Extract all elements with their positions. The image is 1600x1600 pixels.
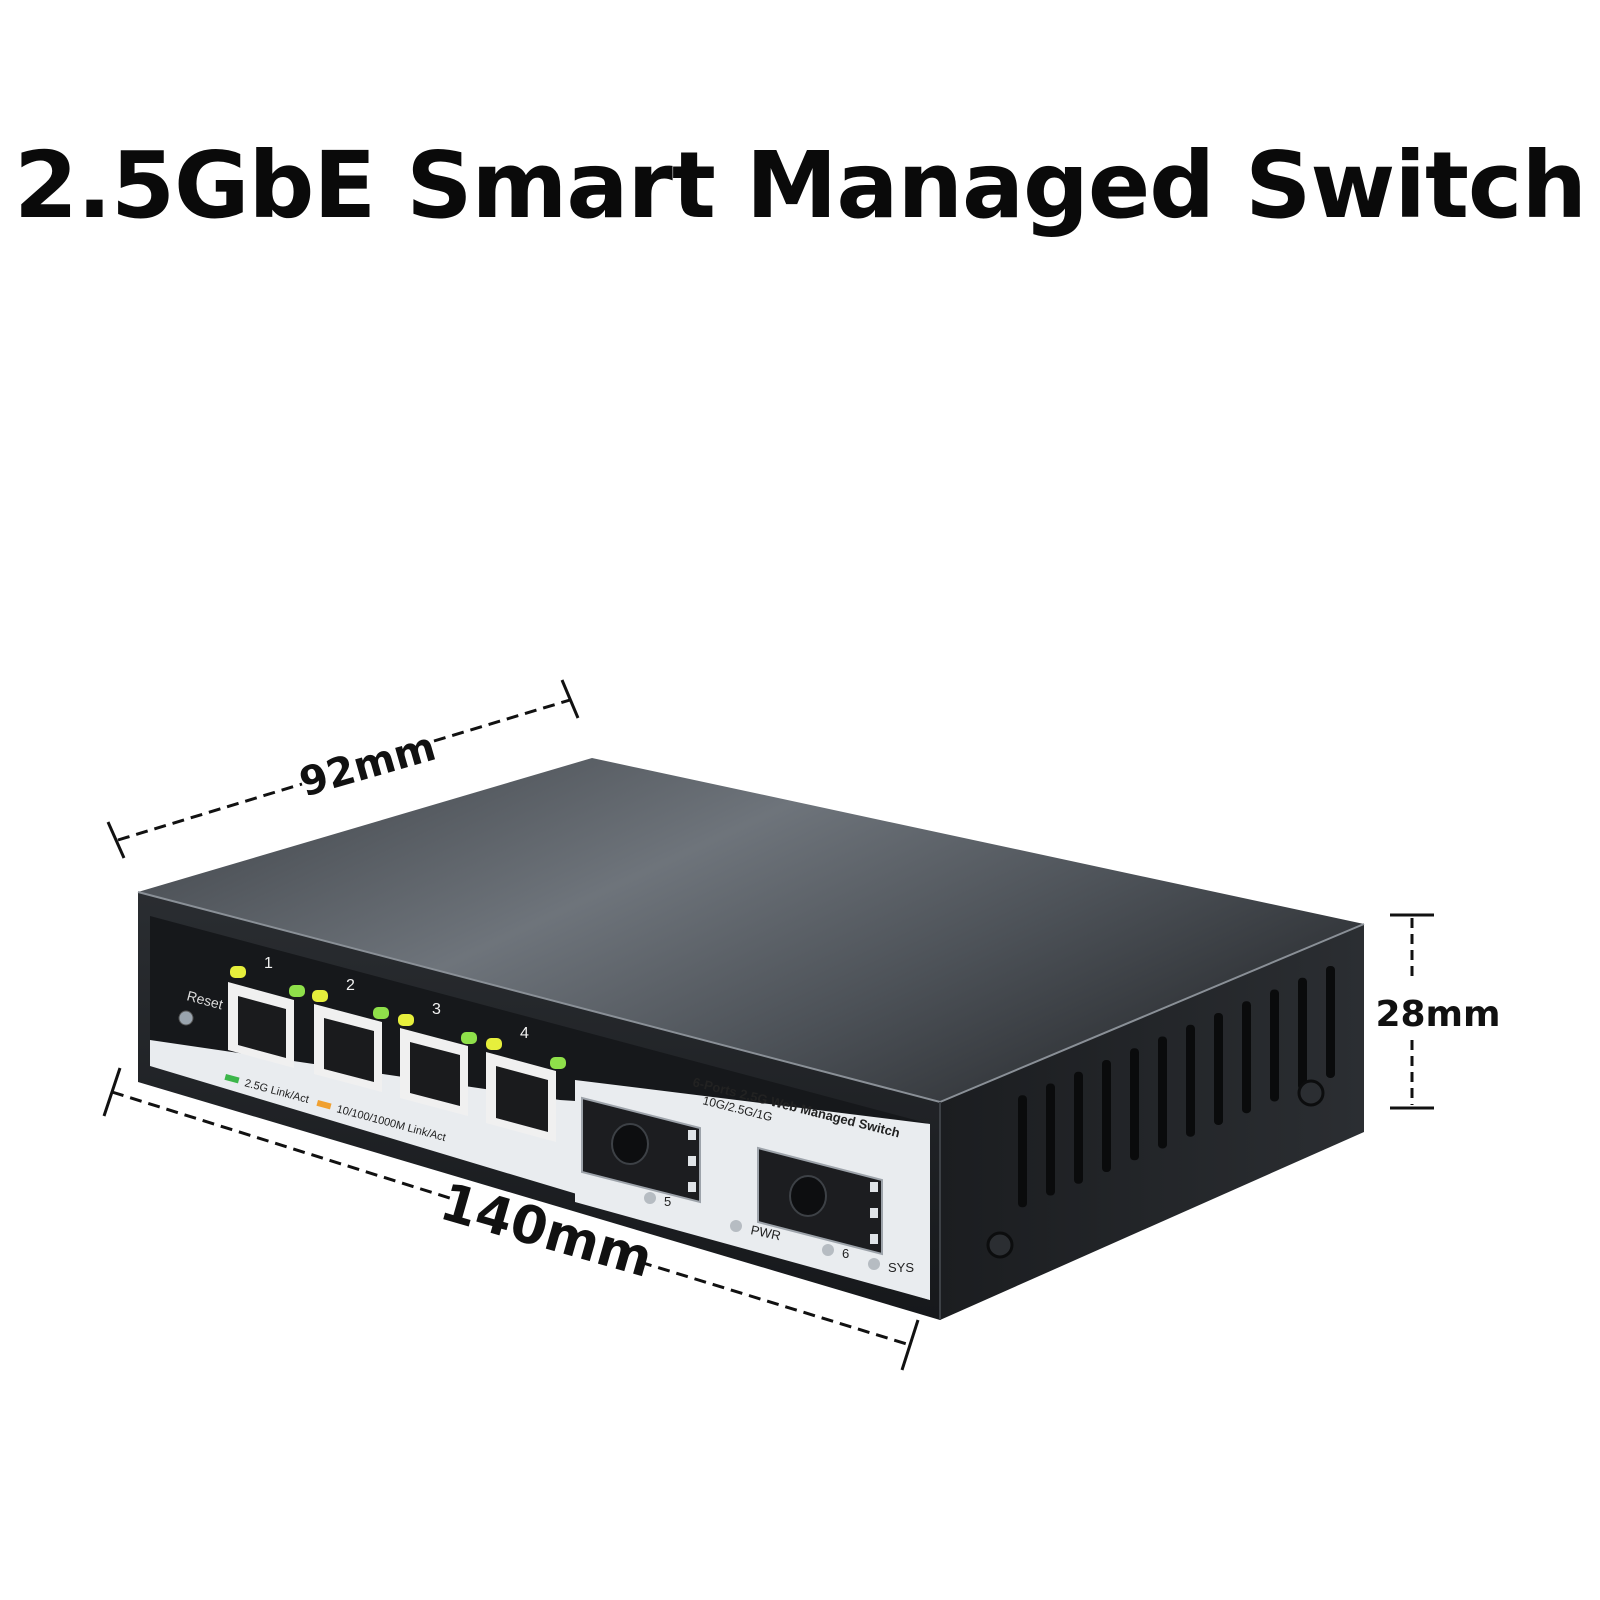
sfp-port-6[interactable] [757, 1146, 883, 1256]
port-3-led-right [461, 1032, 477, 1044]
rj45-port-2[interactable] [312, 990, 389, 1092]
switch-top-face [138, 758, 1364, 1102]
pwr-led [730, 1220, 742, 1232]
port-1-led-left [230, 966, 246, 978]
port-4-led-left [486, 1038, 502, 1050]
port-3-led-left [398, 1014, 414, 1026]
vent-slot [1018, 1095, 1027, 1208]
reset-button[interactable] [178, 1010, 194, 1026]
sfp-5-dust-plug [611, 1123, 649, 1165]
vent-slot [1270, 989, 1279, 1102]
sfp-6-label: 6 [842, 1246, 849, 1261]
vent-slot [1298, 977, 1307, 1090]
pwr-label: PWR [749, 1222, 782, 1243]
vent-slot [1074, 1071, 1083, 1184]
switch-side-face [940, 924, 1364, 1320]
vent-slot [1214, 1012, 1223, 1125]
product-title: 2.5GbE Smart Managed Switch [14, 132, 1587, 239]
height-dimension: 28mm [1375, 913, 1501, 1110]
sys-led [868, 1258, 880, 1270]
depth-label: 92mm [295, 724, 441, 807]
sfp-port-5[interactable] [581, 1096, 701, 1204]
vent-slot [1102, 1059, 1111, 1172]
sys-label: SYS [888, 1260, 914, 1275]
sfp-5-label: 5 [664, 1194, 671, 1209]
port-number-4: 4 [520, 1025, 529, 1042]
port-2-led-right [373, 1007, 389, 1019]
sfp-5-led [644, 1192, 656, 1204]
screw-left [986, 1231, 1014, 1259]
rj45-port-4[interactable] [486, 1038, 566, 1142]
vent-slot [1242, 1001, 1251, 1114]
height-label: 28mm [1375, 994, 1500, 1035]
port-number-1: 1 [264, 955, 273, 972]
legend-green-swatch [224, 1073, 240, 1084]
sfp-6-dust-plug [789, 1175, 827, 1217]
rj45-port-1[interactable] [228, 966, 305, 1068]
vent-slot [1326, 965, 1335, 1078]
port-number-3: 3 [432, 1001, 441, 1018]
port-4-led-right [550, 1057, 566, 1069]
vent-slot [1046, 1083, 1055, 1196]
vent-slot [1158, 1036, 1167, 1149]
vent-slot [1130, 1048, 1139, 1161]
front-panel: Reset 1 2 3 4 [150, 916, 930, 1300]
port-1-led-right [289, 985, 305, 997]
screw-right [1297, 1079, 1325, 1107]
port-number-2: 2 [346, 977, 355, 994]
legend-orange-swatch [316, 1099, 332, 1110]
port-2-led-left [312, 990, 328, 1002]
port-6-led [822, 1244, 834, 1256]
rj45-port-3[interactable] [398, 1014, 477, 1116]
vent-slot [1186, 1024, 1195, 1137]
